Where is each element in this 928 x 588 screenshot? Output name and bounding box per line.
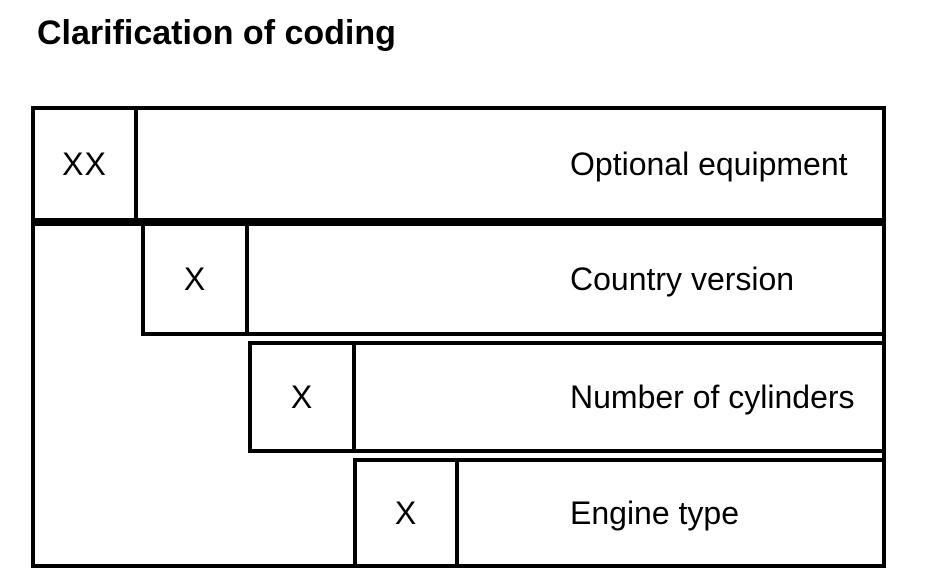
row-engine-type: X Engine type [353, 458, 886, 568]
code-text: X [394, 494, 418, 531]
code-cell-number-of-cylinders: X [252, 345, 356, 449]
row-optional-equipment: XX Optional equipment [31, 106, 886, 222]
code-cell-optional-equipment: XX [35, 110, 138, 218]
label-country-version: Country version [570, 260, 795, 297]
row-number-of-cylinders: X Number of cylinders [248, 341, 886, 453]
label-optional-equipment: Optional equipment [570, 145, 848, 182]
row-country-version: X Country version [141, 222, 886, 336]
code-cell-country-version: X [145, 226, 249, 332]
code-text: X [290, 378, 314, 415]
code-cell-engine-type: X [357, 462, 459, 564]
code-text: X [183, 260, 207, 297]
label-number-of-cylinders: Number of cylinders [570, 378, 855, 415]
code-text: XX [62, 145, 107, 182]
label-engine-type: Engine type [570, 494, 740, 531]
diagram-title: Clarification of coding [37, 14, 396, 52]
